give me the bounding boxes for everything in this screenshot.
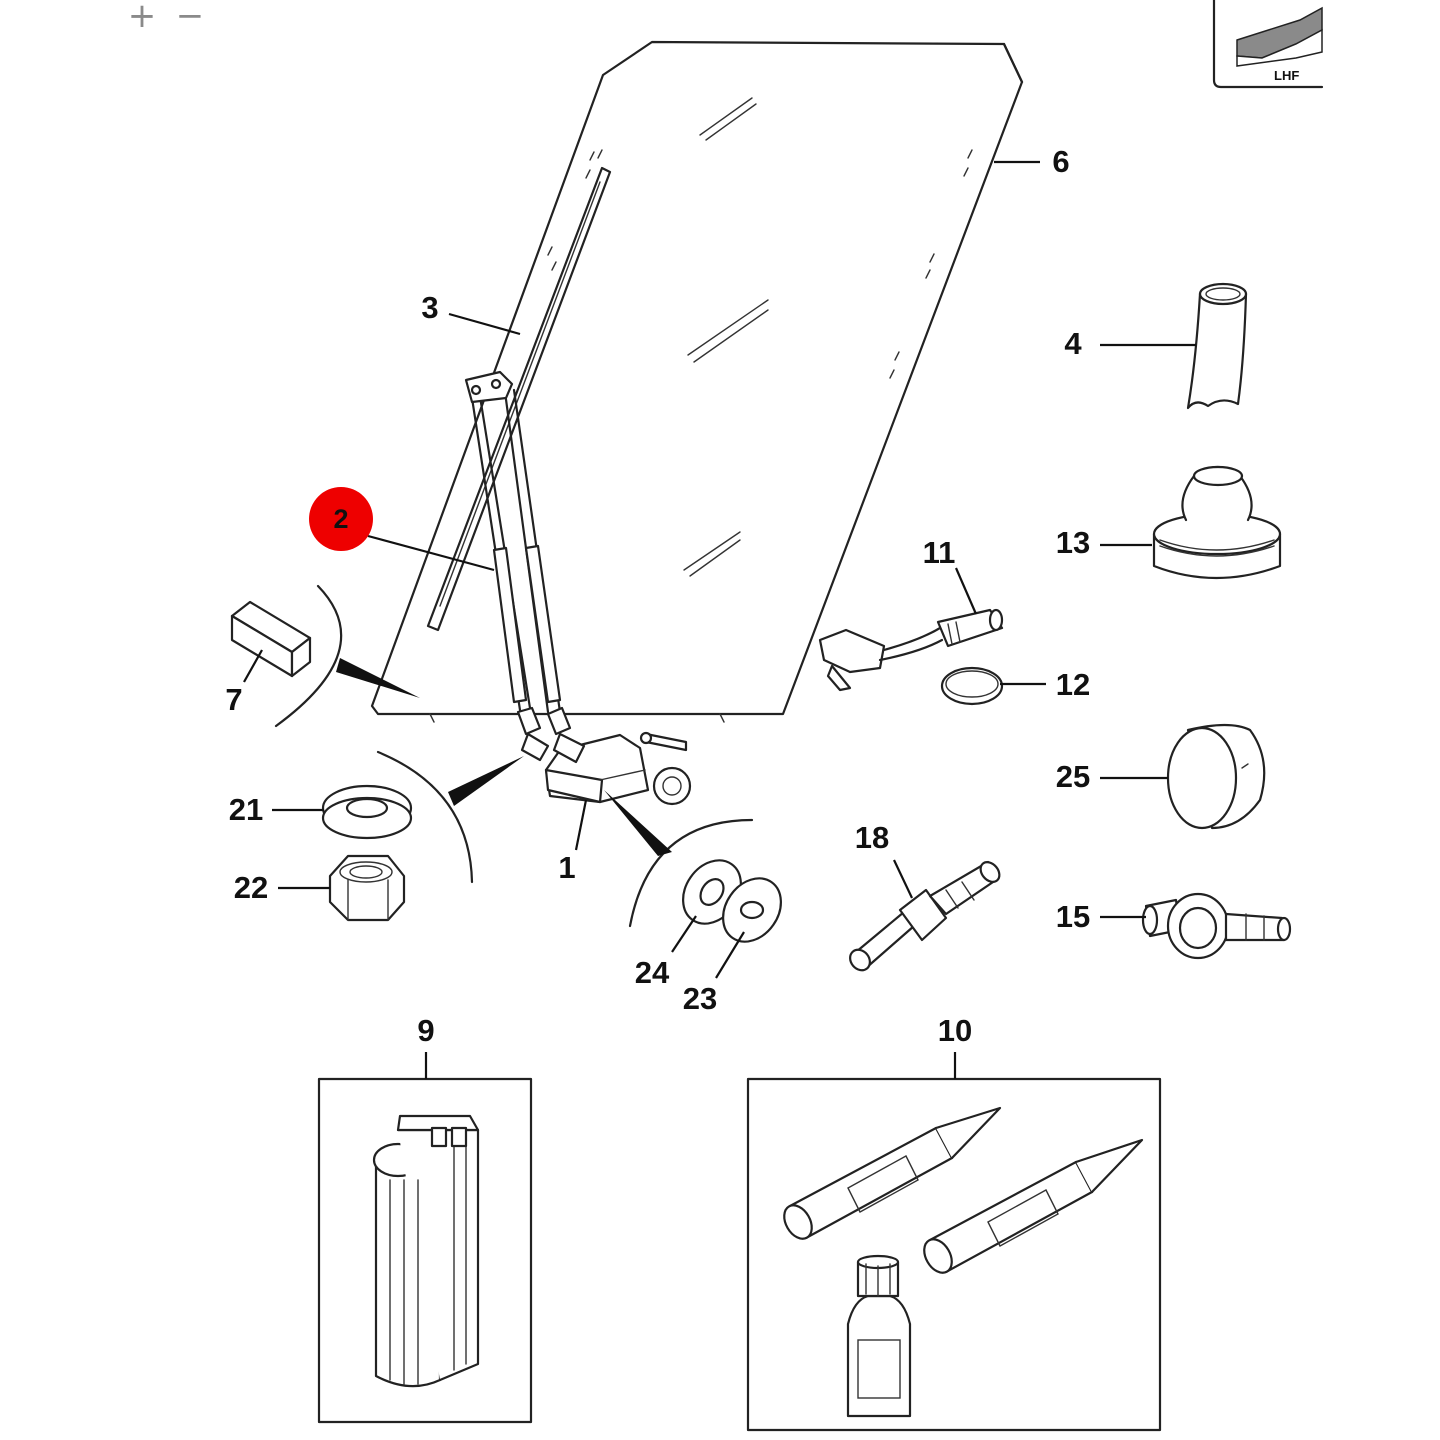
callout-12[interactable]: 12: [1056, 667, 1090, 702]
part-wiper-arm: [464, 370, 562, 714]
part-wiper-motor: [516, 706, 692, 806]
callout-1[interactable]: 1: [558, 850, 575, 885]
part-flat-washer: [321, 784, 413, 840]
part-washer-pair: [682, 859, 782, 943]
callout-25[interactable]: 25: [1056, 759, 1090, 794]
callout-21[interactable]: 21: [229, 792, 263, 827]
callout-3[interactable]: 3: [421, 290, 438, 325]
part-reservoir-cap: [1152, 465, 1282, 580]
callout-18[interactable]: 18: [855, 820, 889, 855]
part-sealant-kit: [746, 1077, 1162, 1432]
part-straight-connector: [849, 860, 1001, 972]
part-o-ring: [940, 666, 1004, 706]
callout-2-marker: [309, 487, 373, 551]
part-plug: [1166, 723, 1266, 830]
callout-labels: 3 6 4 13 11 12 25 18 15 7 21 22 1 24 23 …: [225, 144, 1090, 1048]
callout-15[interactable]: 15: [1056, 899, 1090, 934]
part-wiring-connector: [818, 608, 1004, 692]
orientation-label: LHF: [1274, 68, 1299, 83]
orientation-badge: LHF: [1212, 0, 1324, 89]
callout-2-highlight[interactable]: 2: [309, 487, 373, 551]
callout-4[interactable]: 4: [1064, 326, 1082, 361]
callout-10[interactable]: 10: [938, 1013, 972, 1048]
part-weatherstrip-kit: [317, 1077, 533, 1424]
part-tee-connector: [1141, 892, 1292, 960]
part-rubber-block: [230, 584, 420, 728]
callout-23[interactable]: 23: [683, 981, 717, 1016]
callout-7[interactable]: 7: [225, 682, 242, 717]
callout-13[interactable]: 13: [1056, 525, 1090, 560]
callout-2: 2: [333, 504, 348, 534]
callout-11[interactable]: 11: [923, 535, 956, 570]
part-hose: [1186, 282, 1248, 410]
callout-9[interactable]: 9: [417, 1013, 434, 1048]
part-wiper-blade: [426, 166, 612, 632]
zoom-out-button[interactable]: −: [172, 0, 208, 33]
detail-washer-nut: [376, 750, 524, 884]
callout-6[interactable]: 6: [1052, 144, 1069, 179]
detail-washers: [604, 790, 754, 928]
callout-22[interactable]: 22: [234, 870, 268, 905]
leader-lines: [243, 160, 1196, 1079]
zoom-in-button[interactable]: +: [124, 0, 160, 33]
part-hex-nut: [328, 854, 406, 922]
callout-24[interactable]: 24: [635, 955, 670, 990]
